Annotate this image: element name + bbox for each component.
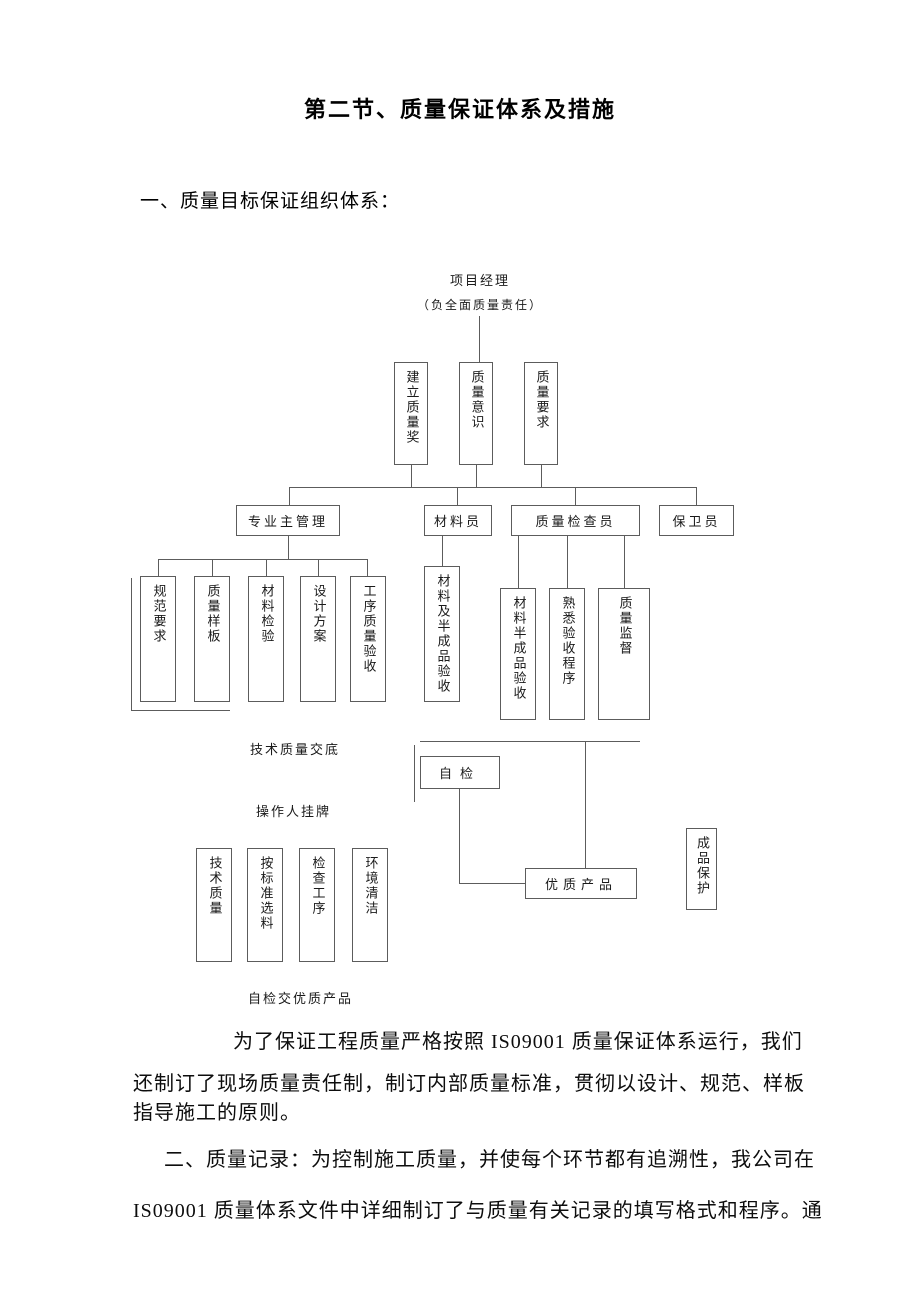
chart-box-material-item: 材料及半成品验收: [424, 566, 460, 702]
chart-box-operation-item: 检查工序: [299, 848, 335, 962]
chart-root-label: 项目经理: [449, 273, 510, 288]
heading-quality-system: 一、质量目标保证组织体系：: [140, 191, 401, 212]
chart-box-label: 材料检验: [259, 584, 275, 644]
connector-line: [367, 559, 368, 576]
chart-box-operation-item: 按标准选料: [247, 848, 283, 962]
chart-box-label: 按标准选料: [258, 856, 274, 931]
chart-box-label: 工序质量验收: [361, 584, 377, 674]
chart-box-self-check: 自检: [420, 756, 500, 789]
connector-line: [289, 487, 290, 505]
connector-line: [289, 487, 697, 488]
connector-line: [442, 536, 443, 566]
chart-box-label: 质量要求: [534, 370, 550, 430]
step-label-self-check-result: 自检交优质产品: [248, 991, 354, 1006]
connector-line: [541, 465, 542, 487]
connector-line: [411, 465, 412, 487]
connector-line: [479, 316, 480, 362]
connector-line: [459, 883, 525, 884]
connector-line: [266, 559, 267, 576]
step-label-disclosure: 技术质量交底: [250, 742, 341, 757]
connector-line: [457, 487, 458, 505]
chart-box-label: 材料半成品验收: [511, 596, 527, 701]
connector-line: [131, 710, 230, 711]
chart-box-label: 专业主管理: [247, 514, 328, 529]
chart-root-subtitle: （负全面质量责任）: [416, 298, 543, 312]
chart-box-operation-item: 环境清洁: [352, 848, 388, 962]
connector-line: [288, 536, 289, 559]
connector-line: [567, 536, 568, 588]
connector-line: [518, 536, 519, 588]
connector-line: [158, 559, 159, 576]
chart-box-inspector-item: 熟悉验收程序: [549, 588, 585, 720]
connector-line: [459, 789, 460, 883]
chart-box-duty: 建立质量奖: [394, 362, 428, 465]
connector-line: [585, 741, 586, 868]
chart-box-label: 优质产品: [544, 877, 617, 892]
connector-line: [476, 465, 477, 487]
chart-box-label: 保卫员: [672, 514, 721, 529]
chart-box-duty: 质量要求: [524, 362, 558, 465]
chart-box-specialist-item: 工序质量验收: [350, 576, 386, 702]
chart-box-duty: 质量意识: [459, 362, 493, 465]
chart-box-operation-item: 技术质量: [196, 848, 232, 962]
connector-line: [414, 745, 415, 802]
paragraph-line: 二、质量记录：为控制施工质量，并使每个环节都有追溯性，我公司在: [164, 1149, 815, 1171]
chart-box-label: 设计方案: [311, 584, 327, 644]
chart-box-label: 环境清洁: [363, 856, 379, 916]
chart-box-label: 材料及半成品验收: [435, 574, 451, 694]
connector-line: [212, 559, 213, 576]
connector-line: [696, 487, 697, 505]
chart-box-role: 保卫员: [659, 505, 734, 536]
chart-box-label: 质量监督: [617, 596, 633, 656]
chart-box-protection: 成品保护: [686, 828, 717, 910]
connector-line: [318, 559, 319, 576]
connector-line: [575, 487, 576, 505]
connector-line: [158, 559, 368, 560]
chart-box-label: 材料员: [433, 514, 482, 529]
chart-box-specialist-item: 材料检验: [248, 576, 284, 702]
chart-box-specialist-item: 规范要求: [140, 576, 176, 702]
chart-box-label: 成品保护: [694, 836, 710, 896]
chart-box-label: 规范要求: [151, 584, 167, 644]
chart-box-specialist-item: 设计方案: [300, 576, 336, 702]
connector-line: [420, 741, 640, 742]
chart-box-label: 建立质量奖: [404, 370, 420, 445]
paragraph-line: 指导施工的原则。: [133, 1102, 301, 1124]
step-label-operator-tag: 操作人挂牌: [256, 804, 332, 819]
chart-box-role: 专业主管理: [236, 505, 340, 536]
chart-box-label: 熟悉验收程序: [560, 596, 576, 686]
chart-box-result: 优质产品: [525, 868, 637, 899]
chart-box-label: 质量样板: [205, 584, 221, 644]
chart-box-inspector-item: 质量监督: [598, 588, 650, 720]
chart-box-role: 材料员: [424, 505, 492, 536]
chart-box-label: 检查工序: [310, 856, 326, 916]
chart-box-inspector-item: 材料半成品验收: [500, 588, 536, 720]
paragraph-line: 还制订了现场质量责任制，制订内部质量标准，贯彻以设计、规范、样板: [133, 1073, 805, 1095]
chart-box-specialist-item: 质量样板: [194, 576, 230, 702]
chart-box-label: 自检: [438, 766, 481, 781]
connector-line: [624, 536, 625, 588]
paragraph-line: 为了保证工程质量严格按照 IS09001 质量保证体系运行，我们: [233, 1031, 803, 1053]
paragraph-line: IS09001 质量体系文件中详细制订了与质量有关记录的填写格式和程序。通: [133, 1200, 823, 1222]
chart-box-label: 质量意识: [469, 370, 485, 430]
chart-box-label: 技术质量: [207, 856, 223, 916]
section-title: 第二节、质量保证体系及措施: [303, 97, 616, 122]
connector-line: [131, 578, 132, 711]
chart-box-label: 质量检查员: [535, 514, 616, 529]
chart-box-role: 质量检查员: [511, 505, 640, 536]
